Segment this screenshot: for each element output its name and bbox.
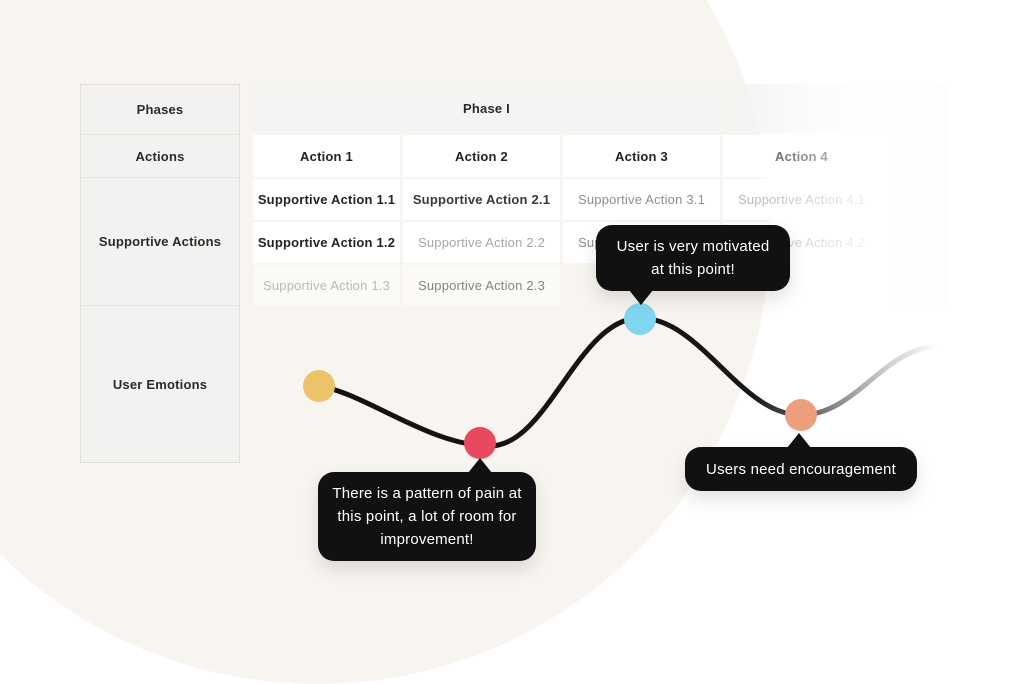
emotion-curve-path — [316, 315, 940, 449]
tooltip-tail-up-icon — [787, 433, 811, 448]
supportive-cell-1-3[interactable]: Supportive Action 1.3 — [253, 265, 400, 306]
row-header-actions: Actions — [81, 135, 239, 178]
journey-row-headers: Phases Actions Supportive Actions User E… — [80, 84, 240, 463]
tooltip-pain-text: There is a pattern of pain at this point… — [332, 485, 522, 548]
phase-cell[interactable]: Phase I — [253, 84, 720, 133]
supportive-cell-1-1[interactable]: Supportive Action 1.1 — [253, 179, 400, 220]
emotion-dot-start[interactable] — [303, 370, 335, 402]
emotion-dot-pain-point[interactable] — [464, 427, 496, 459]
tooltip-encouragement: Users need encouragement — [685, 433, 917, 491]
supportive-cell-3-1[interactable]: Supportive Action 3.1 — [563, 179, 720, 220]
tooltip-encouragement-text: Users need encouragement — [706, 460, 896, 478]
supportive-cell-2-2[interactable]: Supportive Action 2.2 — [403, 222, 560, 263]
row-header-user-emotions: User Emotions — [112, 376, 208, 392]
supportive-cell-1-2[interactable]: Supportive Action 1.2 — [253, 222, 400, 263]
tooltip-motivated: User is very motivated at this point! — [596, 225, 790, 305]
action-cell-1[interactable]: Action 1 — [253, 135, 400, 177]
supportive-cell-2-1[interactable]: Supportive Action 2.1 — [403, 179, 560, 220]
row-header-supportive-actions: Supportive Actions — [81, 178, 239, 306]
journey-map-canvas: { "journey_map": { "row_headers": { "pha… — [0, 0, 947, 684]
action-cell-2[interactable]: Action 2 — [403, 135, 560, 177]
emotion-dot-encouragement[interactable] — [785, 399, 817, 431]
action-cell-3[interactable]: Action 3 — [563, 135, 720, 177]
supportive-cell-2-3[interactable]: Supportive Action 2.3 — [403, 265, 560, 306]
tooltip-motivated-text: User is very motivated at this point! — [616, 238, 770, 278]
row-header-phases: Phases — [81, 85, 239, 135]
tooltip-pain: There is a pattern of pain at this point… — [318, 458, 536, 561]
emotion-dot-peak[interactable] — [624, 303, 656, 335]
tooltip-tail-down-icon — [629, 290, 653, 305]
tooltip-tail-up-icon — [468, 458, 492, 473]
